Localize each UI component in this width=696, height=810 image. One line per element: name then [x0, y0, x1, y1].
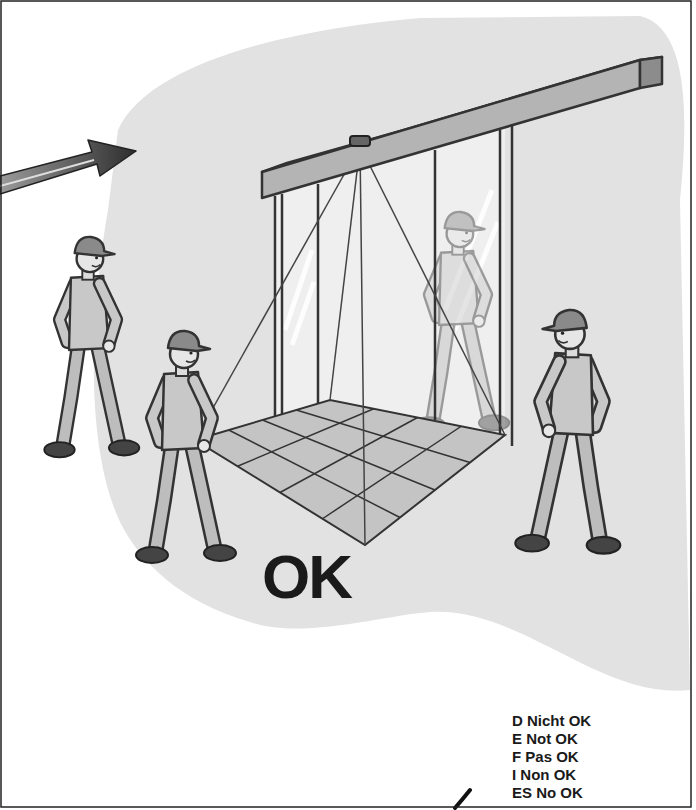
status-label: OK	[262, 540, 351, 614]
translation-label: D Nicht OK	[512, 712, 591, 730]
detection-cone	[195, 146, 505, 545]
translation-label: E Not OK	[512, 730, 591, 748]
status-group: OK	[262, 540, 351, 614]
door-header	[262, 57, 662, 198]
worker-behind-glass	[414, 212, 509, 432]
translation-label: F Pas OK	[512, 748, 591, 766]
direction-arrow	[0, 140, 136, 194]
language-list: D Nicht OKE Not OKF Pas OKI Non OKES No …	[512, 712, 591, 802]
worker-right	[515, 310, 620, 554]
floor-mat	[195, 400, 505, 545]
worker-middle	[136, 331, 236, 563]
worker-left	[44, 237, 139, 457]
background-blob	[94, 16, 690, 691]
arrow-highlight	[0, 160, 94, 186]
mat-grid	[229, 409, 470, 519]
sensor	[350, 136, 370, 146]
curl-mark	[455, 790, 470, 808]
translation-label: ES No OK	[512, 784, 591, 802]
translation-label: I Non OK	[512, 766, 591, 784]
